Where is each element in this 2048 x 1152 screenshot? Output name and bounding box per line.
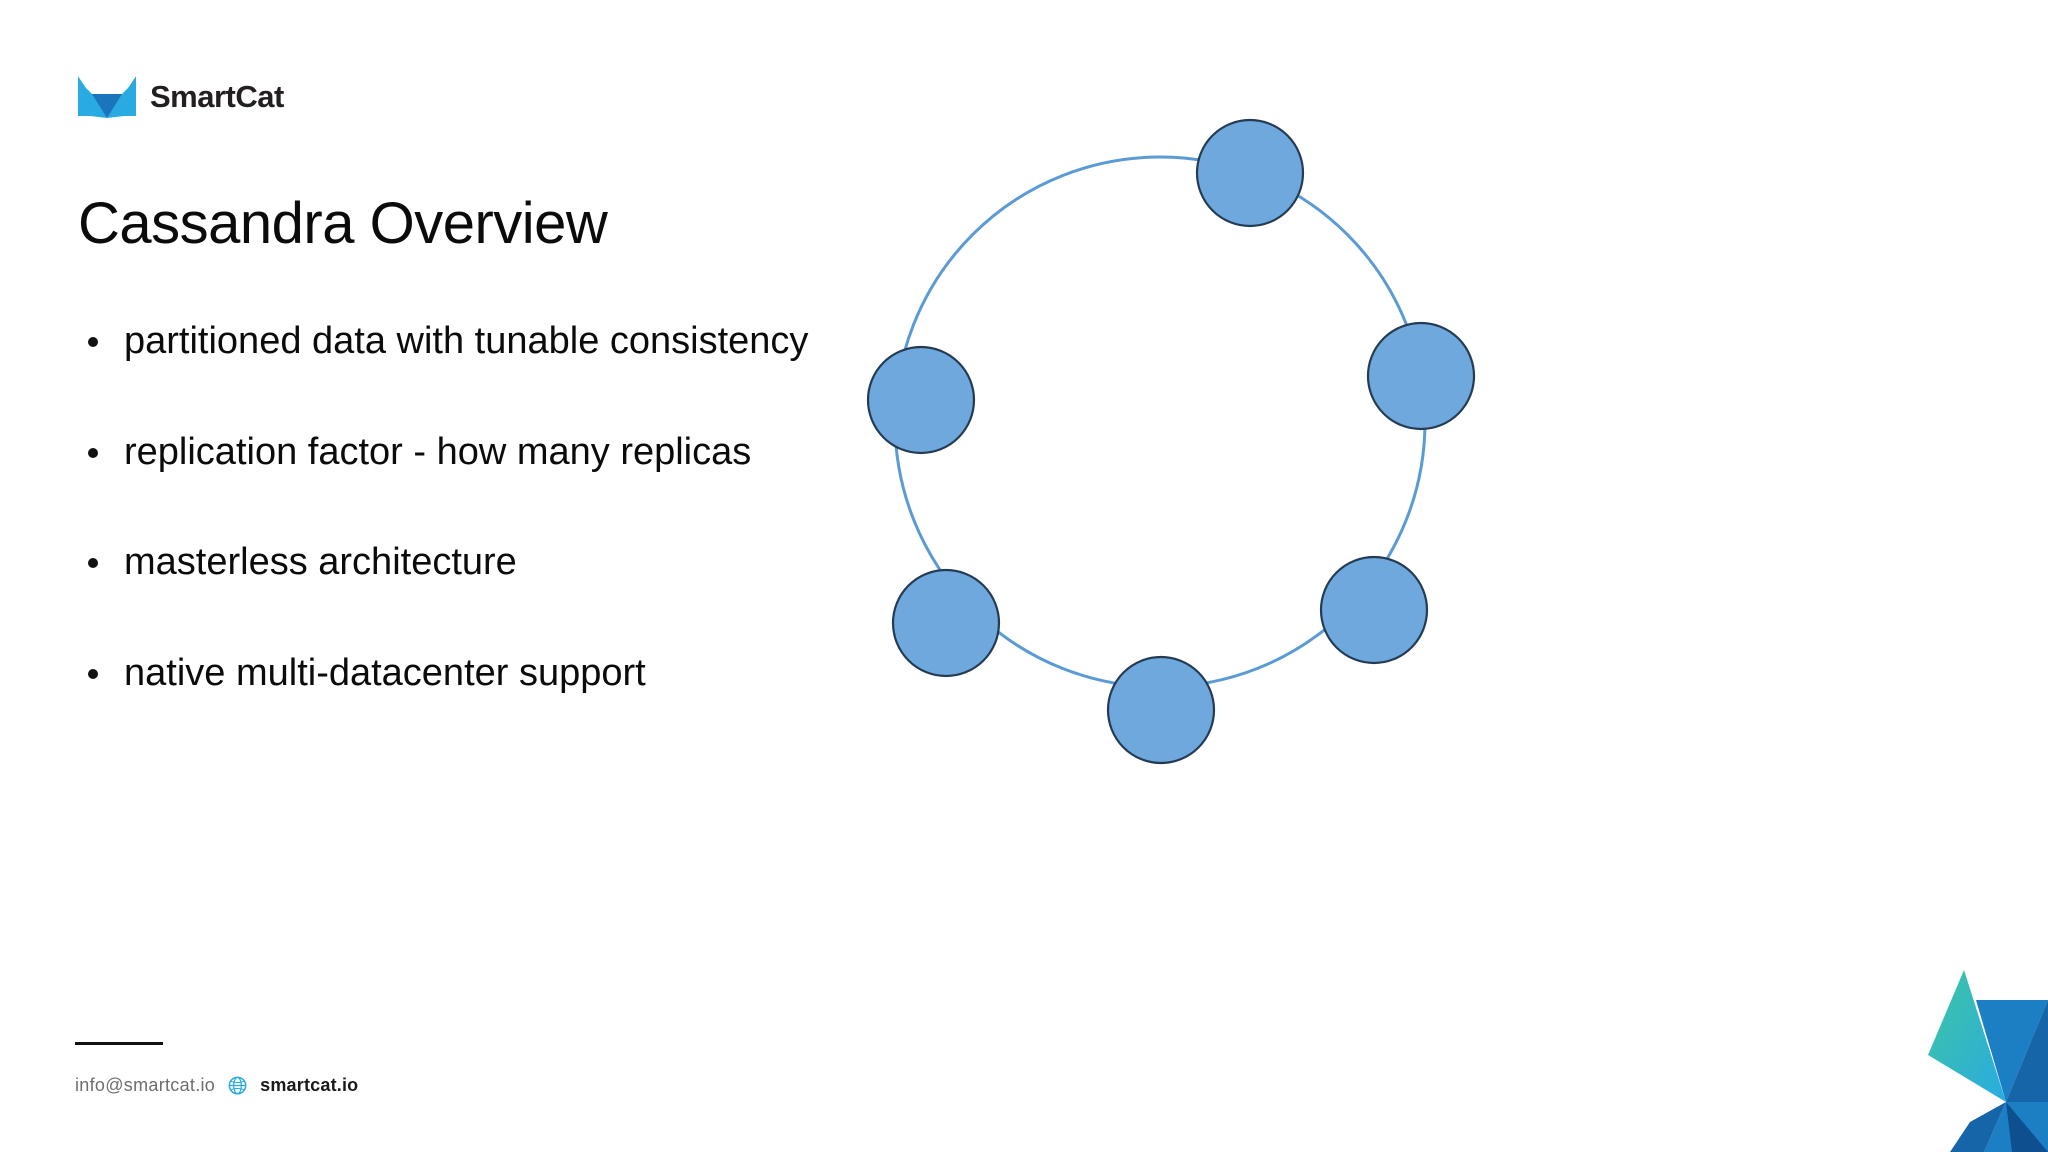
list-item-label: replication factor - how many replicas (124, 430, 752, 473)
ring-node-4 (1106, 655, 1216, 765)
corner-decoration-svg (1928, 970, 2048, 1152)
list-item-label: masterless architecture (124, 541, 517, 583)
page-title: Cassandra Overview (78, 190, 608, 256)
smartcat-cat-logo-icon (78, 76, 136, 118)
globe-icon (228, 1076, 247, 1094)
ring-node-3 (1319, 555, 1429, 665)
ring-node-group (866, 118, 1476, 765)
bullet-dot-icon (88, 337, 98, 347)
bullet-list: partitioned data with tunable consistenc… (80, 318, 1100, 697)
footer-divider (75, 1042, 163, 1045)
list-item: native multi-datacenter support (80, 650, 1100, 698)
footer-email[interactable]: info@smartcat.io (75, 1074, 216, 1095)
bullet-dot-icon (88, 447, 98, 458)
brand-logo: SmartCat (78, 72, 284, 120)
ring-node-5 (891, 568, 1001, 678)
list-item-label: native multi-datacenter support (124, 651, 646, 694)
corner-geometric-decoration (1888, 952, 2048, 1152)
list-item: masterless architecture (80, 539, 1100, 587)
ring-diagram-svg (866, 118, 1476, 765)
ring-node-6 (866, 345, 976, 455)
list-item: partitioned data with tunable consistenc… (80, 318, 1100, 366)
ring-node-1 (1195, 118, 1305, 228)
footer: info@smartcat.io smartcat.io (75, 1073, 358, 1097)
bullet-dot-icon (88, 668, 98, 679)
ring-node-2 (1366, 321, 1476, 431)
list-item: replication factor - how many replicas (80, 429, 1100, 477)
footer-website[interactable]: smartcat.io (260, 1074, 359, 1095)
brand-wordmark: SmartCat (150, 78, 284, 114)
list-item-label: partitioned data with tunable consistenc… (124, 320, 809, 362)
bullet-dot-icon (88, 558, 98, 568)
cassandra-ring-diagram (840, 110, 1480, 765)
